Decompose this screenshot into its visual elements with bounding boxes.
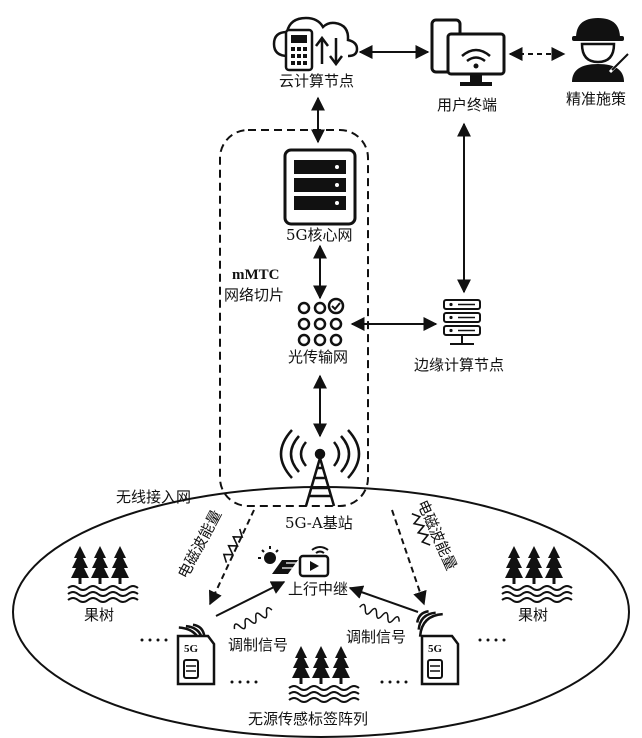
mmtc-label: mMTC (232, 267, 280, 283)
modulated-signal-left-label: 调制信号 (228, 636, 289, 654)
cloud-node-label: 云计算节点 (279, 72, 355, 90)
mod-wave-right (359, 603, 400, 624)
core-network-label: 5G核心网 (286, 226, 353, 244)
base-station-icon (279, 429, 361, 507)
em-energy-right-arrow (391, 509, 427, 606)
modulated-left-arrow (215, 581, 286, 617)
array-dots (140, 638, 506, 684)
em-wave-right (411, 512, 431, 546)
orchard-left-icon (68, 546, 138, 602)
wireless-access-boundary (12, 486, 630, 738)
core-network-icon (283, 148, 357, 226)
uplink-relay-icon (258, 546, 330, 578)
passive-tag-right-icon (416, 610, 460, 686)
network-slice-label: 网络切片 (224, 286, 285, 304)
passive-tag-left-icon (176, 623, 216, 686)
base-station-label: 5G-A基站 (285, 514, 353, 532)
em-energy-left-arrow (209, 509, 255, 606)
cloud-computing-icon (272, 16, 359, 72)
worker-icon (572, 18, 630, 82)
em-wave-left (222, 528, 244, 563)
user-terminal-label: 用户终端 (437, 96, 498, 114)
tag-array-label: 无源传感标签阵列 (248, 710, 369, 728)
tag-right-5g-badge: 5G (428, 643, 443, 655)
orchard-right-icon (502, 546, 572, 602)
modulated-right-arrow (348, 585, 419, 613)
edge-computing-icon (443, 299, 481, 345)
mod-wave-left (233, 606, 273, 630)
tag-left-5g-badge: 5G (184, 643, 199, 655)
optical-network-icon (297, 297, 345, 347)
orchard-center-icon (289, 646, 359, 702)
user-terminal-icon (430, 18, 506, 86)
uplink-relay-label: 上行中继 (288, 580, 349, 598)
orchard-right-label: 果树 (518, 606, 549, 624)
wireless-access-label: 无线接入网 (116, 488, 192, 506)
edge-node-label: 边缘计算节点 (414, 356, 505, 374)
precision-action-label: 精准施策 (566, 90, 627, 108)
modulated-signal-right-label: 调制信号 (346, 628, 407, 646)
mmtc-slice-boundary (219, 129, 369, 507)
optical-network-label: 光传输网 (288, 348, 349, 366)
orchard-left-label: 果树 (84, 606, 115, 624)
